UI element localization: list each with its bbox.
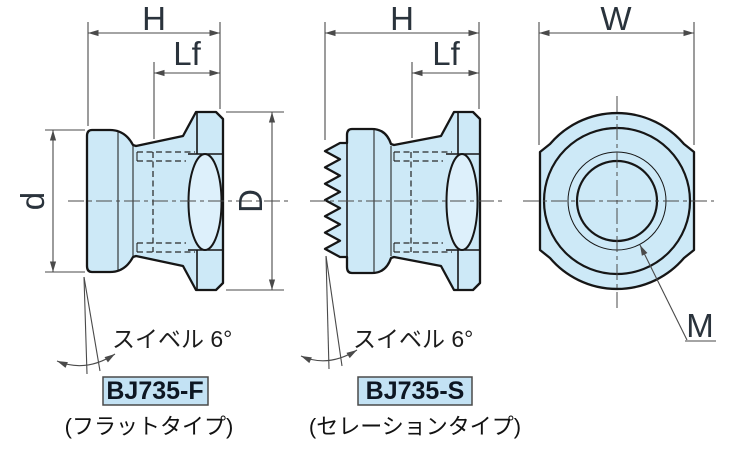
dim-label-h: H: [142, 0, 166, 37]
flat-dim-d: d: [14, 129, 85, 273]
swivel-tilt-line: [325, 255, 343, 367]
front-dim-w: W: [538, 0, 695, 145]
thread-label-m: M: [686, 307, 714, 344]
dim-label-d: d: [14, 192, 51, 210]
model-box: [357, 376, 473, 406]
model-number: BJ735-F: [106, 377, 203, 405]
serration-swivel-annotation: スイベル 6°: [300, 255, 473, 370]
dim-label-lf: Lf: [173, 35, 201, 72]
swivel-note: スイベル 6°: [112, 326, 232, 352]
model-box: [102, 376, 209, 406]
serration-dim-h: H: [324, 0, 480, 140]
leader-line: [639, 244, 688, 341]
serration-dim-lf: Lf: [411, 35, 479, 138]
serration-caption: (セレーションタイプ): [309, 414, 521, 439]
flat-hidden-lines: [136, 151, 195, 253]
flat-swivel-annotation: スイベル 6°: [56, 276, 232, 375]
dim-label-h: H: [390, 0, 414, 37]
flat-dim-lf: Lf: [153, 35, 220, 139]
model-number: BJ735-S: [366, 377, 465, 405]
swivel-arc: [56, 353, 116, 368]
flat-model-label: BJ735-F: [102, 376, 209, 406]
view-flat: H Lf d D スイベル 6° BJ735-F (フ: [14, 0, 288, 439]
front-thread-callout: M: [639, 244, 716, 344]
swivel-note: スイベル 6°: [353, 326, 473, 352]
flat-dim-h: H: [87, 0, 221, 126]
dim-label-w: W: [600, 0, 632, 37]
view-front: W M: [523, 0, 716, 344]
dim-label-big-d: D: [232, 189, 269, 213]
serration-socket-silhouette: [445, 153, 479, 251]
flat-caption: (フラットタイプ): [65, 414, 234, 439]
swivel-arc: [300, 349, 358, 364]
serration-model-label: BJ735-S: [357, 376, 473, 406]
flat-dim-big-d: D: [226, 111, 284, 291]
dim-label-lf: Lf: [432, 35, 460, 72]
view-serration: H Lf スイベル 6° BJ735-S (セレーションタイプ): [300, 0, 521, 439]
serration-hidden-lines: [393, 151, 452, 253]
flat-socket-silhouette: [187, 153, 223, 251]
